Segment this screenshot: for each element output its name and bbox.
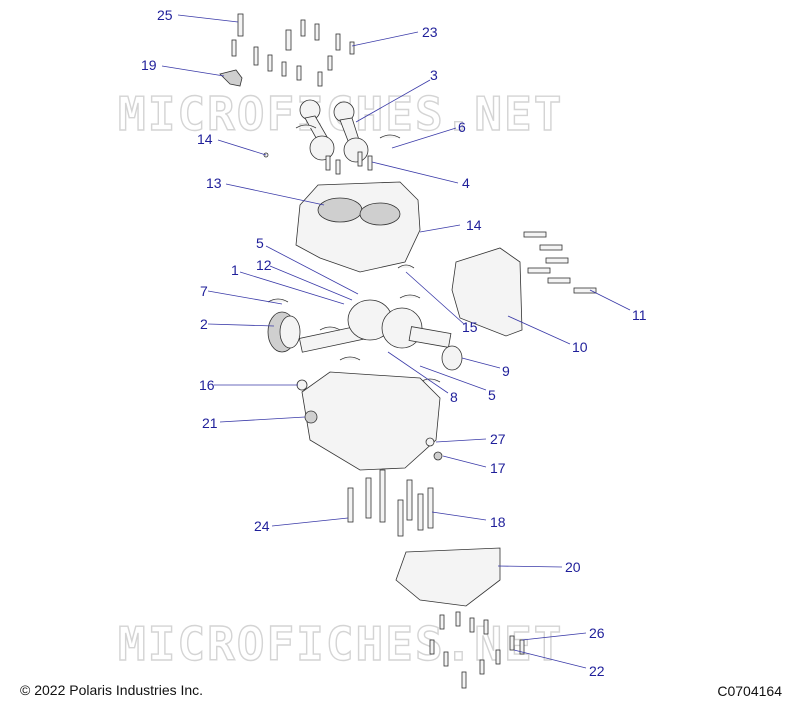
rod-bolts (325, 151, 373, 175)
callout-14-right: 14 (466, 217, 482, 233)
callout-numbers: 25 23 19 3 14 6 4 13 14 5 1 12 7 2 15 11… (141, 7, 647, 679)
crankshaft (298, 299, 452, 353)
upper-bolts (231, 13, 355, 87)
pan-bolts (429, 611, 525, 689)
lower-crankcase (301, 371, 441, 471)
callout-16: 16 (199, 377, 215, 393)
callout-21: 21 (202, 415, 218, 431)
callout-19: 19 (141, 57, 157, 73)
case-bolts (347, 469, 434, 537)
callout-13: 13 (206, 175, 222, 191)
bearing-cap-bracket (451, 247, 523, 337)
bracket-bolts (523, 231, 597, 294)
plug-21 (304, 410, 318, 424)
callout-22: 22 (589, 663, 605, 679)
callout-12: 12 (256, 257, 272, 273)
plug (296, 379, 308, 391)
sensor-part (219, 69, 243, 87)
callout-23: 23 (422, 24, 438, 40)
callout-24: 24 (254, 518, 270, 534)
nut (433, 451, 443, 461)
callout-17: 17 (490, 460, 506, 476)
callout-11: 11 (632, 307, 647, 323)
callout-5-upper: 5 (256, 235, 264, 251)
crank-gear (267, 311, 301, 353)
copyright-notice: © 2022 Polaris Industries Inc. (20, 682, 204, 698)
callout-27: 27 (490, 431, 506, 447)
callout-25: 25 (157, 7, 173, 23)
callout-18: 18 (490, 514, 506, 530)
drawing-code: C0704164 (717, 683, 782, 699)
callout-2: 2 (200, 316, 208, 332)
callout-4: 4 (462, 175, 470, 191)
oil-pan (395, 547, 501, 607)
cylinder-bore (317, 197, 363, 223)
main-bearings (267, 264, 441, 383)
callout-1: 1 (231, 262, 239, 278)
callout-20: 20 (565, 559, 581, 575)
washer (425, 437, 435, 447)
callout-15: 15 (462, 319, 478, 335)
callout-3: 3 (430, 67, 438, 83)
leader-lines (161, 14, 631, 669)
oil-seal (441, 345, 463, 371)
callout-7: 7 (200, 283, 208, 299)
connecting-rods (295, 99, 401, 163)
callout-9: 9 (502, 363, 510, 379)
callout-6: 6 (458, 119, 466, 135)
callout-26: 26 (589, 625, 605, 641)
callout-14-upper: 14 (197, 131, 213, 147)
cylinder-bore (359, 202, 401, 226)
callout-10: 10 (572, 339, 588, 355)
callout-8: 8 (450, 389, 458, 405)
upper-crankcase (295, 181, 421, 273)
callout-5-lower: 5 (488, 387, 496, 403)
